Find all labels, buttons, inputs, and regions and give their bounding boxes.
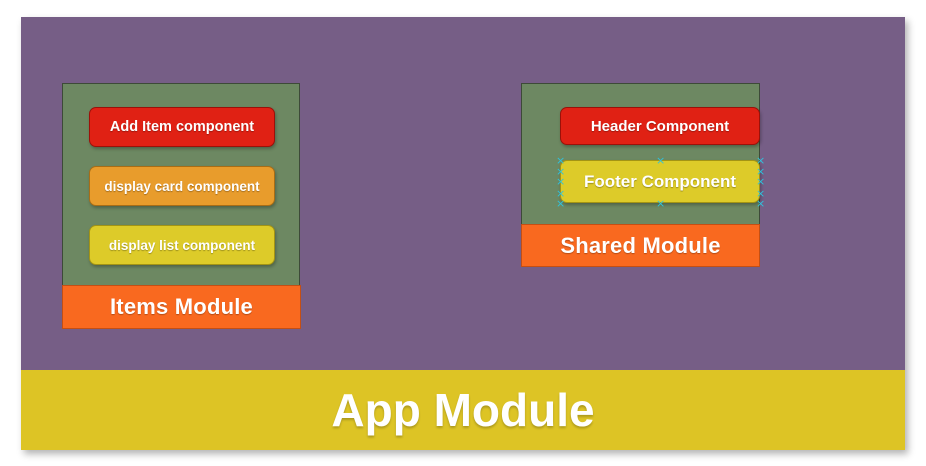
footer-component-label: Footer Component [583,171,737,191]
selection-handle-top-left[interactable]: × [556,154,566,167]
diagram-canvas[interactable]: Add Item component display card componen… [21,17,905,450]
selection-handle-upper-left[interactable]: × [556,165,566,178]
selection-handle-middle-right[interactable]: × [756,175,766,188]
selection-handle-top-right[interactable]: × [756,154,766,167]
selection-handle-bottom-right-2[interactable]: × [756,197,766,210]
items-module-title-label: Items Module [110,294,253,319]
selection-handle-bottom-center[interactable]: × [656,197,666,210]
items-module-group[interactable]: Add Item component display card componen… [62,83,302,329]
selection-handle-top-center[interactable]: × [656,154,666,167]
display-list-component-label: display list component [108,237,256,253]
shared-module-title-bar[interactable]: Shared Module [521,224,760,267]
display-card-component[interactable]: display card component [89,166,275,206]
selection-handle-bottom-left[interactable]: × [556,187,566,200]
footer-component[interactable]: Footer Component [560,160,760,203]
header-component-label: Header Component [590,117,730,135]
display-card-component-label: display card component [104,178,260,194]
add-item-component-label: Add Item component [109,119,255,135]
selection-handle-middle-left[interactable]: × [556,175,566,188]
selection-handle-bottom-right[interactable]: × [756,187,766,200]
display-list-component[interactable]: display list component [89,225,275,265]
app-module-bar[interactable]: App Module [21,370,905,450]
app-module-label: App Module [331,384,595,436]
selection-handle-upper-right[interactable]: × [756,165,766,178]
add-item-component[interactable]: Add Item component [89,107,275,147]
items-module-title-bar[interactable]: Items Module [62,285,301,329]
shared-module-group[interactable]: Header Component Footer Component × × × … [521,83,765,267]
header-component[interactable]: Header Component [560,107,760,145]
selection-handle-bottom-left-2[interactable]: × [556,197,566,210]
shared-module-title-label: Shared Module [560,232,721,258]
